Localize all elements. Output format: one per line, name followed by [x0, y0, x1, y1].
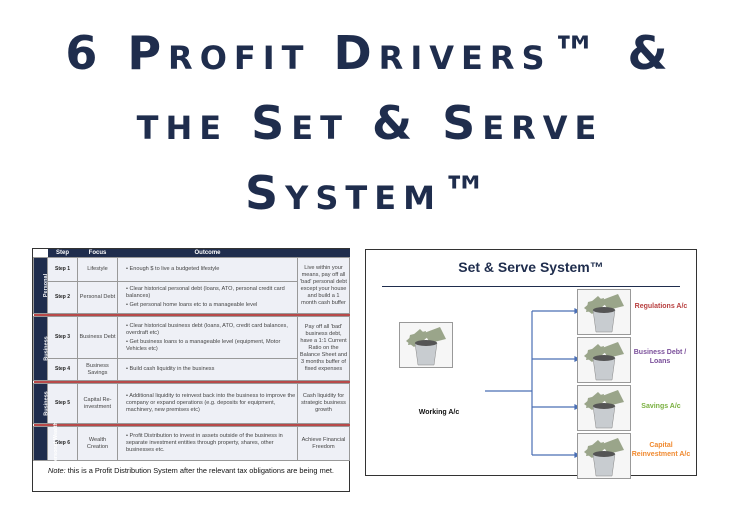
group-label: Personal	[33, 257, 49, 314]
page-title: 6 Profit Drivers™ & the Set & Serve Syst…	[0, 18, 740, 228]
money-bucket-icon	[577, 433, 631, 479]
title-line: 6 Profit Drivers™ &	[65, 26, 675, 80]
divider	[382, 286, 680, 287]
working-account-label: Working A/c	[418, 409, 460, 416]
divider	[33, 313, 350, 317]
title-line: System™	[245, 166, 495, 220]
capital-reinvestment-label: Capital Reinvestment A/c	[631, 442, 691, 458]
goal-cell: Cash liquidity for strategic business gr…	[297, 383, 350, 424]
divider	[33, 380, 350, 384]
money-bucket-icon	[577, 337, 631, 383]
money-bucket-icon	[577, 289, 631, 335]
set-serve-diagram: Set & Serve System™ Working A/c Regulati…	[365, 249, 697, 479]
header-goal	[297, 249, 350, 258]
flow-arrows	[485, 308, 581, 458]
header-step: Step	[47, 249, 78, 258]
regulations-account-label: Regulations A/c	[634, 303, 688, 310]
table-note: Note: this is a Profit Distribution Syst…	[48, 466, 334, 475]
header-outcome: Outcome	[117, 249, 298, 258]
group-label: Personal Wealth	[33, 422, 59, 465]
money-bucket-icon	[399, 322, 453, 368]
header-blank	[33, 249, 48, 258]
goal-cell: Pay off all 'bad' business debt, have a …	[297, 316, 350, 381]
header-focus: Focus	[77, 249, 118, 258]
diagram-title: Set & Serve System™	[458, 259, 604, 275]
group-label: Business	[33, 383, 50, 424]
group-label: Business	[33, 316, 50, 381]
business-debt-label: Business Debt / Loans	[633, 349, 687, 365]
money-bucket-icon	[577, 385, 631, 431]
goal-cell: Achieve Financial Freedom	[297, 426, 350, 461]
goal-cell: Live within your means, pay off all 'bad…	[297, 257, 350, 314]
divider	[33, 423, 350, 427]
title-line: the Set & Serve	[136, 96, 604, 150]
savings-account-label: Savings A/c	[641, 403, 681, 410]
